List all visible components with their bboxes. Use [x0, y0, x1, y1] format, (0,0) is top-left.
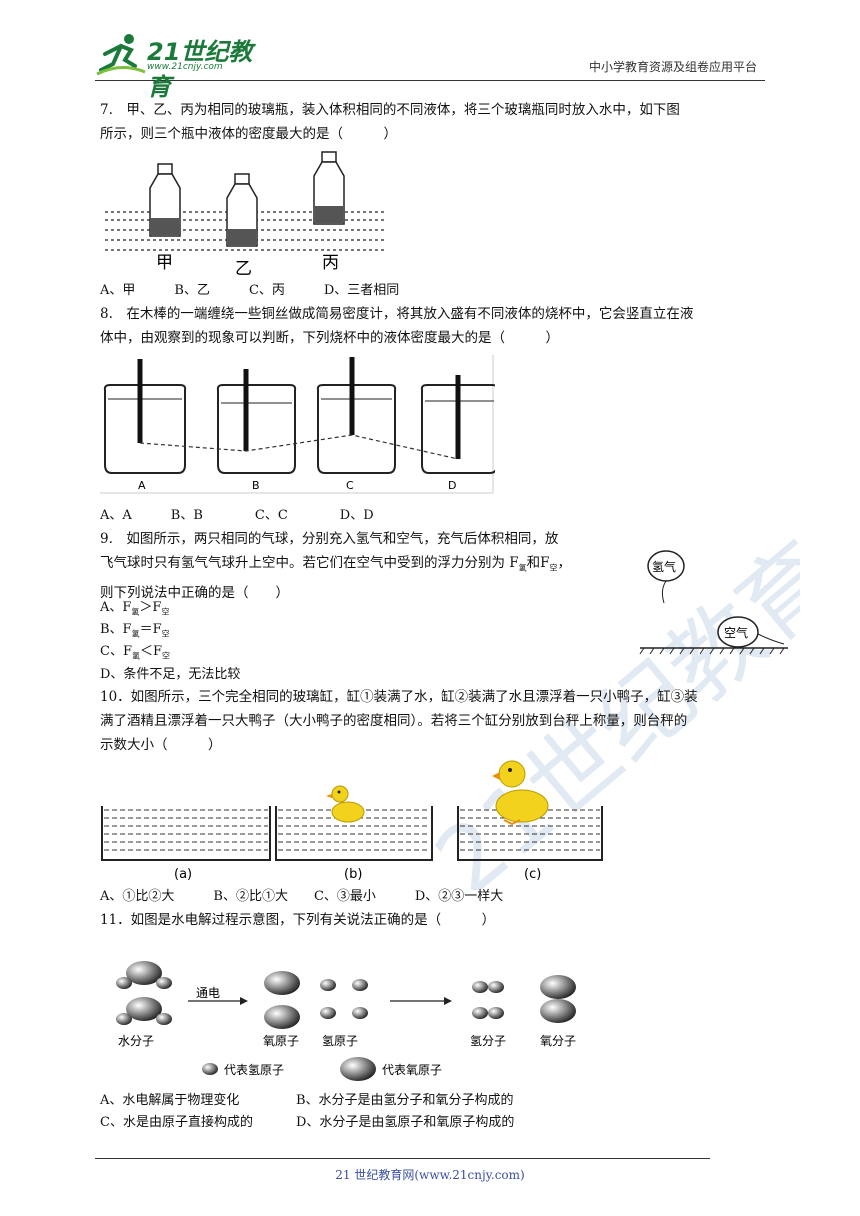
legend-hydrogen-label: 代表氢原子	[224, 1062, 284, 1077]
logo-text: 21世纪教育	[147, 38, 253, 101]
big-duck-icon	[492, 760, 549, 826]
water-molecule-2	[116, 997, 172, 1025]
logo-url: www.21cnjy.com	[147, 62, 223, 72]
runner-icon	[96, 34, 146, 76]
tank-label-c: (c)	[524, 867, 541, 882]
label-hydrogen-atom: 氢原子	[322, 1033, 358, 1048]
legend-hydrogen-swatch	[202, 1063, 218, 1075]
q11-option-b: B、水分子是由氢分子和氧分子构成的	[296, 1093, 514, 1108]
q11-option-c: C、水是由原子直接构成的	[100, 1115, 253, 1130]
q8-text: 8. 在木棒的一端缠绕一些铜丝做成简易密度计，将其放入盛有不同液体的烧杯中，它会…	[100, 302, 765, 350]
q11-electrolysis-figure: 水分子 通电 氧原子 氢原子 氢分子 氧分子 代表氢原子 代表氧原子	[116, 961, 576, 1081]
label-oxygen-atom: 氧原子	[263, 1034, 299, 1048]
q9-line1: 9. 如图所示，两只相同的气球，分别充入氢气和空气，充气后体积相同，放	[100, 531, 559, 547]
footer-divider	[95, 1158, 710, 1159]
bottle-yi	[226, 173, 258, 247]
q10-tanks-figure: (a) (b) (c)	[101, 760, 603, 882]
q9-option-d: D、条件不足，无法比较	[100, 667, 241, 682]
q8-beakers-figure: A B C D	[100, 355, 495, 494]
tank-a	[101, 806, 271, 861]
label-bing: 丙	[322, 253, 339, 273]
platform-name: 中小学教育资源及组卷应用平台	[588, 60, 757, 74]
q7-bottles-figure: 甲 乙 丙	[105, 151, 385, 275]
label-jia: 甲	[156, 253, 173, 273]
tank-b	[275, 785, 433, 861]
q10-text: 10．如图所示，三个完全相同的玻璃缸，缸①装满了水，缸②装满了水且漂浮着一只小鸭…	[100, 685, 765, 757]
q9-text: 9. 如图所示，两只相同的气球，分别充入氢气和空气，充气后体积相同，放 飞气球时…	[100, 527, 640, 605]
q10-line3: 示数大小（ ）	[100, 737, 222, 753]
q9-option-a: A、F氢＞F空	[100, 600, 170, 617]
tank-label-b: (b)	[344, 867, 362, 882]
q10-line1: 10．如图所示，三个完全相同的玻璃缸，缸①装满了水，缸②装满了水且漂浮着一只小鸭…	[100, 689, 698, 705]
q8-options: A、A B、B C、C D、D	[100, 508, 374, 523]
q9-balloons-figure: 氢气 空气	[639, 550, 788, 655]
q9-line2: 飞气球时只有氢气气球升上空中。若它们在空气中受到的浮力分别为 F氢和F空，	[100, 555, 572, 573]
q11-line1: 11．如图是水电解过程示意图，下列有关说法正确的是（ ）	[100, 912, 496, 928]
label-oxygen-molecule: 氧分子	[540, 1034, 576, 1048]
q7-text: 7. 甲、乙、丙为相同的玻璃瓶，装入体积相同的不同液体，将三个玻璃瓶同时放入水中…	[100, 98, 765, 146]
label-water-molecule: 水分子	[118, 1034, 154, 1048]
water-molecule-1	[116, 961, 172, 989]
q9-line3: 则下列说法中正确的是（ ）	[100, 584, 289, 601]
tank-c	[457, 760, 603, 861]
beaker-label-b: B	[252, 479, 260, 492]
logo: 21世纪教育 www.21cnjy.com	[95, 32, 260, 101]
q8-line1: 8. 在木棒的一端缠绕一些铜丝做成简易密度计，将其放入盛有不同液体的烧杯中，它会…	[100, 306, 694, 322]
q11-text: 11．如图是水电解过程示意图，下列有关说法正确的是（ ）	[100, 908, 765, 932]
bottle-bing	[313, 151, 345, 225]
legend-oxygen-swatch	[340, 1057, 376, 1081]
q7-line1: 7. 甲、乙、丙为相同的玻璃瓶，装入体积相同的不同液体，将三个玻璃瓶同时放入水中…	[100, 102, 680, 118]
page-header: 21世纪教育 www.21cnjy.com 中小学教育资源及组卷应用平台	[95, 28, 765, 101]
beaker-label-c: C	[346, 479, 354, 492]
q10-line2: 满了酒精且漂浮着一只大鸭子（大小鸭子的密度相同）。若将三个缸分别放到台秤上称量，…	[100, 713, 688, 729]
footer-text: 21 世纪教育网(www.21cnjy.com)	[335, 1168, 525, 1182]
q11-option-d: D、水分子是由氢原子和氧原子构成的	[296, 1115, 515, 1130]
balloon-air-label: 空气	[724, 625, 748, 640]
q11-option-a: A、水电解属于物理变化	[100, 1093, 240, 1108]
beaker-label-d: D	[448, 479, 456, 492]
q7-line2: 所示，则三个瓶中液体的密度最大的是（ ）	[100, 126, 397, 142]
label-hydrogen-molecule: 氢分子	[470, 1033, 506, 1048]
beaker-label-a: A	[138, 479, 146, 492]
tank-label-a: (a)	[174, 867, 192, 882]
small-duck-icon	[326, 785, 365, 823]
q8-line2: 体中，由观察到的现象可以判断，下列烧杯中的液体密度最大的是（ ）	[100, 330, 559, 346]
label-yi: 乙	[235, 259, 252, 275]
q9-option-c: C、F氢＜F空	[100, 644, 170, 661]
label-electrify: 通电	[196, 986, 220, 1000]
q10-options: A、①比②大 B、②比①大 C、③最小 D、②③一样大	[100, 889, 504, 904]
balloon-hydrogen-label: 氢气	[652, 559, 676, 574]
bottle-jia	[149, 163, 181, 237]
q9-option-b: B、F氢＝F空	[100, 622, 170, 639]
legend-oxygen-label: 代表氧原子	[382, 1063, 442, 1077]
q7-options: A、甲 B、乙 C、丙 D、三者相同	[100, 283, 400, 298]
